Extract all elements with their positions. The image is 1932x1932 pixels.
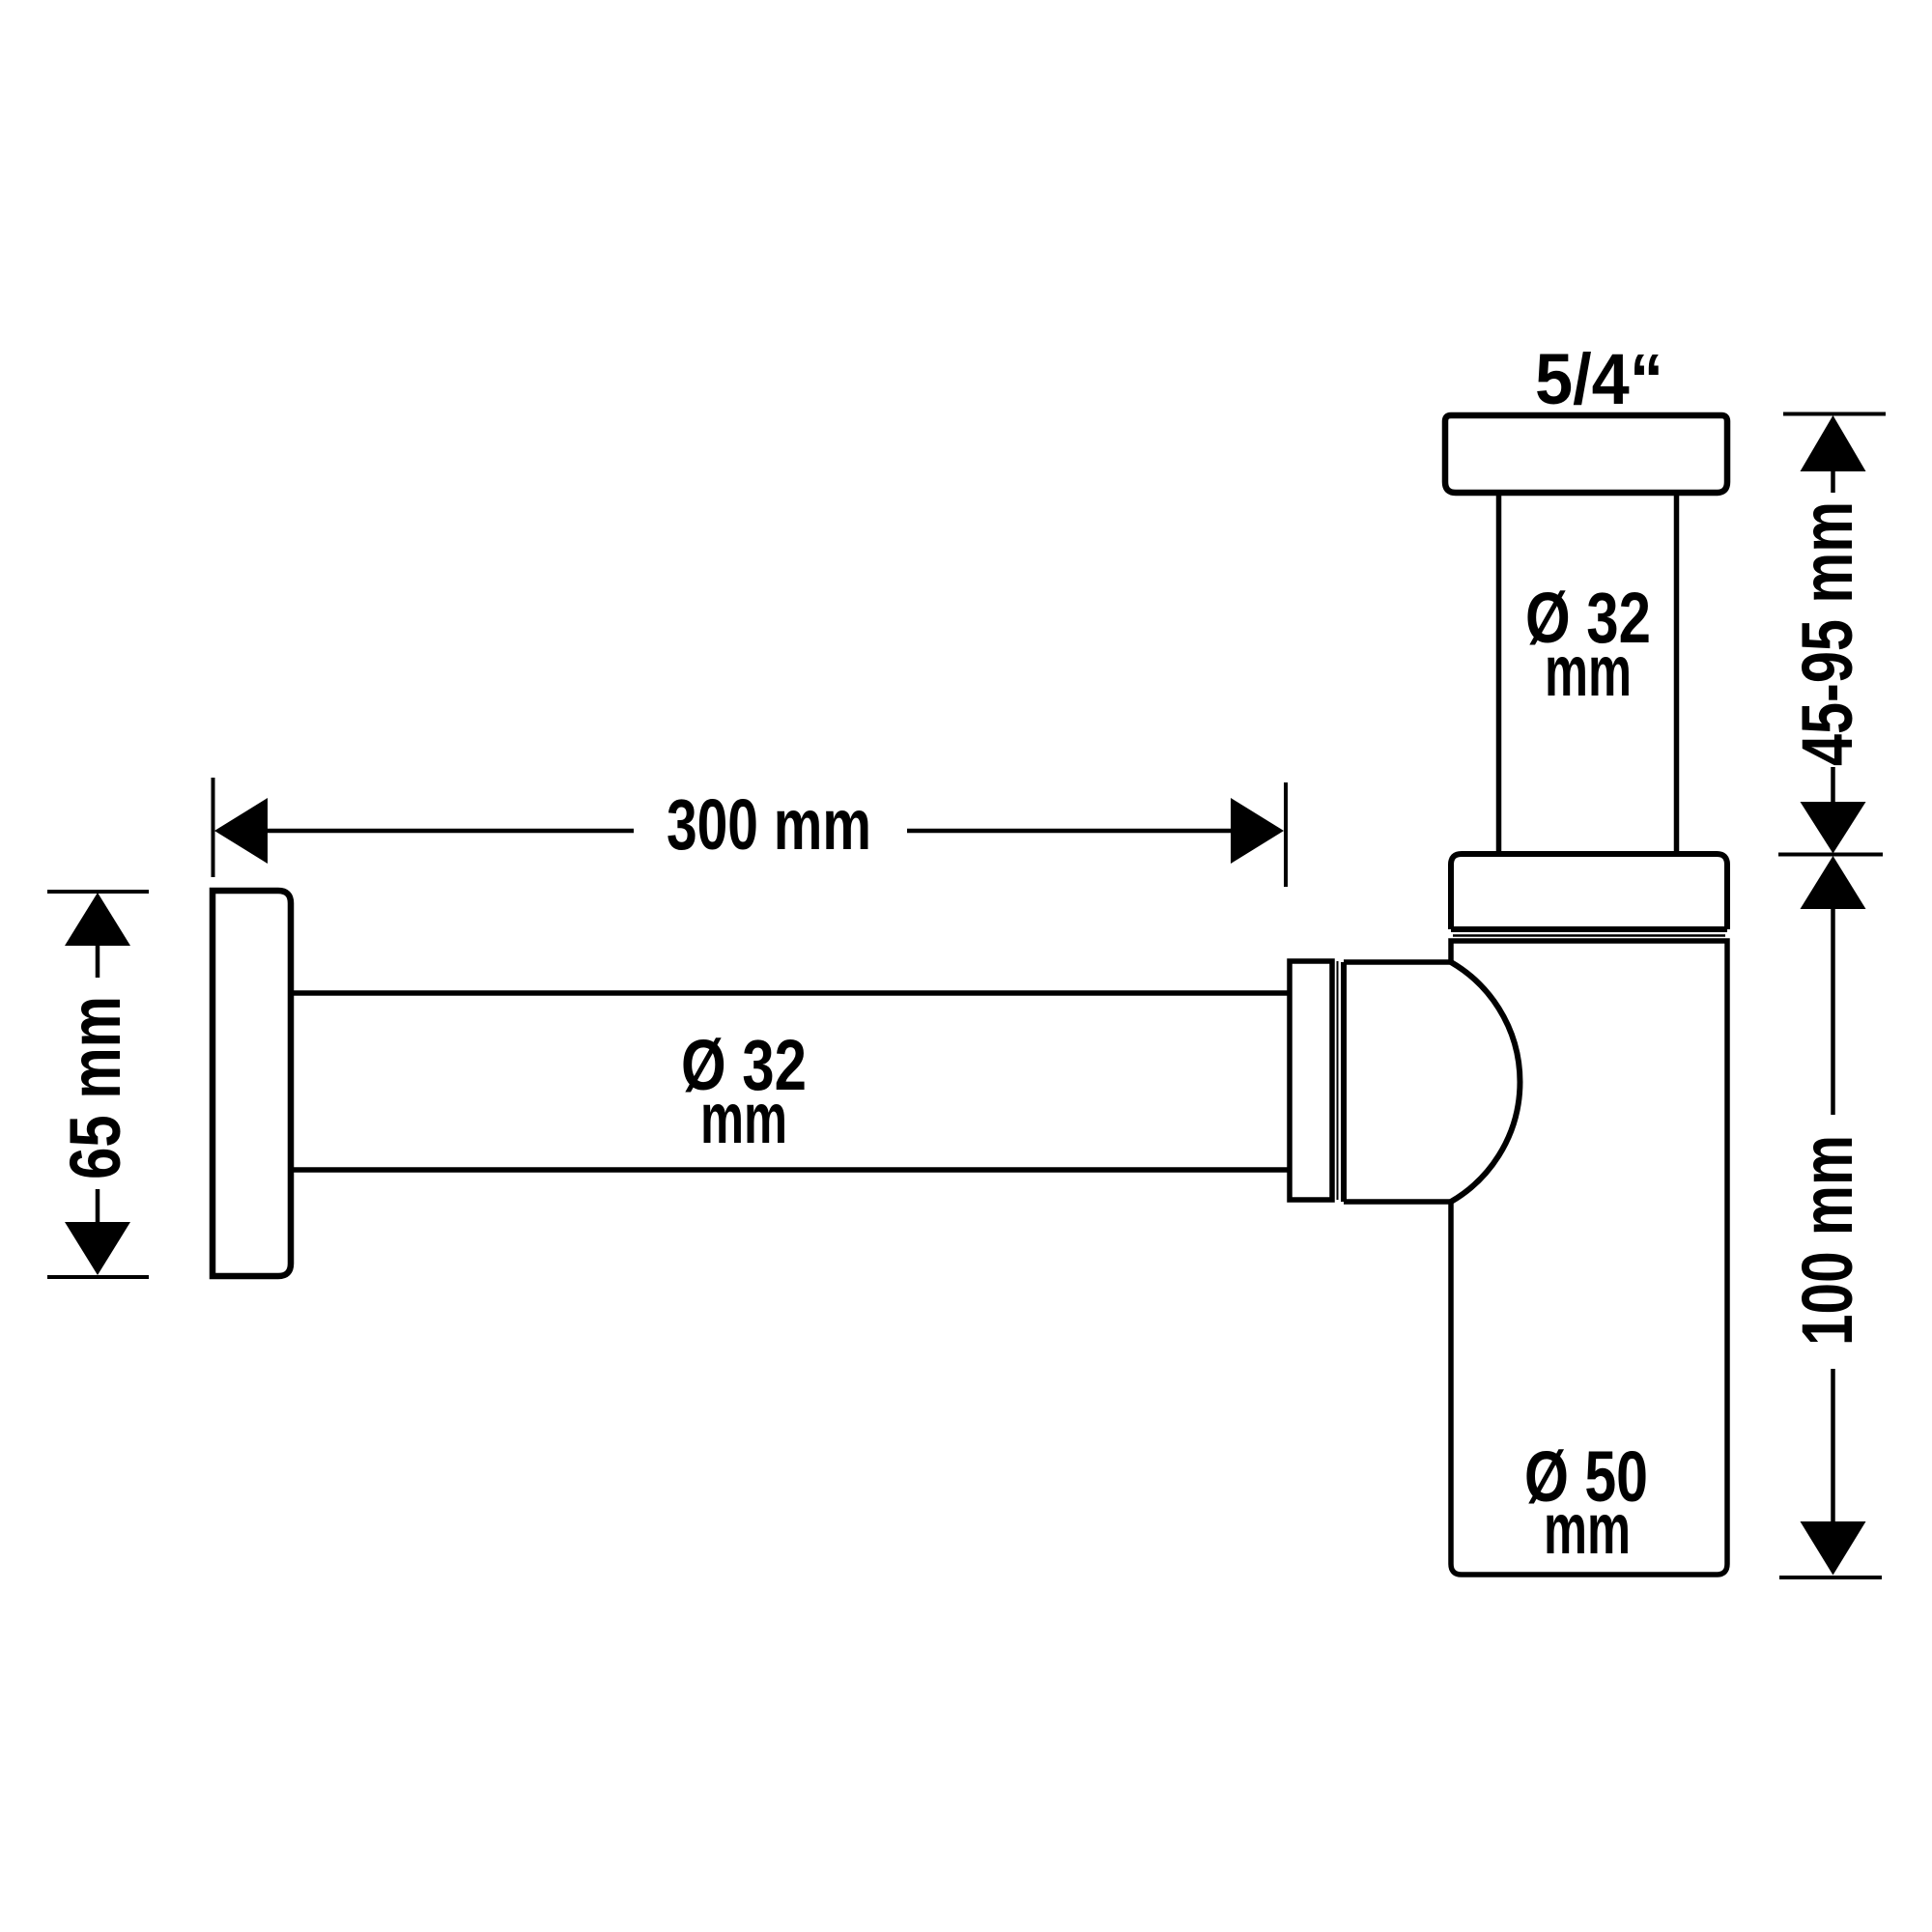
svg-text:300 mm: 300 mm — [667, 784, 871, 865]
svg-text:mm: mm — [1544, 1489, 1631, 1569]
svg-text:45-95 mm: 45-95 mm — [1787, 501, 1867, 766]
svg-text:100 mm: 100 mm — [1787, 1135, 1867, 1346]
svg-text:mm: mm — [1545, 631, 1632, 711]
svg-text:Ø 32: Ø 32 — [1525, 578, 1651, 658]
svg-text:65 mm: 65 mm — [55, 996, 135, 1179]
svg-text:Ø 32: Ø 32 — [681, 1025, 807, 1105]
svg-text:mm: mm — [700, 1078, 787, 1158]
svg-text:Ø 50: Ø 50 — [1524, 1436, 1648, 1517]
svg-text:5/4“: 5/4“ — [1535, 339, 1663, 419]
